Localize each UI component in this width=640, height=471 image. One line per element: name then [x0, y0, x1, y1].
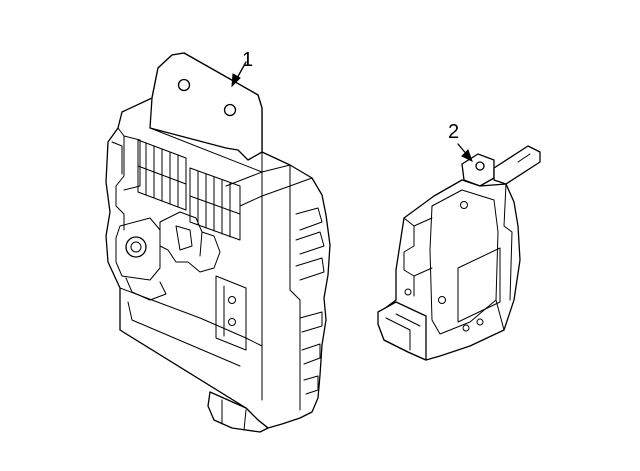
- fuse-slot-grid-right: [189, 167, 241, 241]
- connector-shroud-bottom: [377, 301, 427, 361]
- fuse-slot-grid-left: [137, 139, 187, 211]
- bottom-connector-lug: [207, 391, 269, 433]
- part-1-body-control-module: [105, 52, 331, 433]
- leader-arrow-2: [461, 149, 473, 163]
- callout-1: 1: [231, 49, 253, 88]
- connector-slot-right: [215, 275, 247, 351]
- part-2-control-unit: [377, 145, 541, 361]
- connector-port-left: [115, 217, 167, 301]
- label-panel: [457, 247, 501, 323]
- callout-2: 2: [448, 121, 473, 163]
- callout-number-1: 1: [242, 49, 253, 71]
- connector-center: [159, 211, 221, 273]
- callout-number-2: 2: [448, 121, 459, 143]
- side-ribs-right: [261, 151, 325, 411]
- leader-arrow-1: [231, 73, 241, 88]
